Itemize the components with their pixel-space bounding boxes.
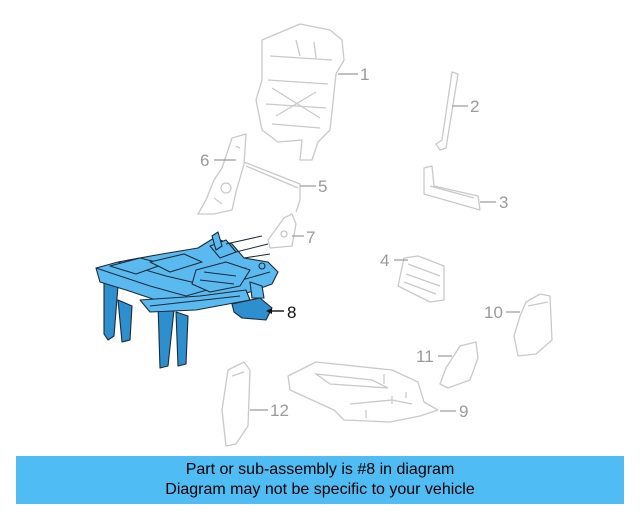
part-3-bracket: [423, 165, 481, 211]
banner-line-1: Part or sub-assembly is #8 in diagram: [185, 461, 455, 478]
part-8-seat-track-assembly: [95, 231, 279, 369]
callout-6: 6: [200, 151, 209, 170]
part-11-small-cover: [439, 341, 479, 389]
part-9-floor-tray: [287, 361, 439, 423]
callout-3: 3: [499, 193, 508, 212]
callout-1: 1: [360, 65, 369, 84]
part-6-hinge: [197, 133, 247, 215]
part-2-lever-rod: [435, 71, 459, 151]
part-1-seat-back-frame: [255, 23, 345, 161]
parts-diagram: 1 2 3 6 5 7 4 10: [95, 23, 553, 447]
callout-4: 4: [380, 251, 389, 270]
callout-12: 12: [270, 401, 289, 420]
callout-2: 2: [470, 97, 479, 116]
callout-8: 8: [287, 303, 296, 322]
part-4-pad: [397, 255, 445, 303]
part-10-side-trim: [513, 293, 553, 357]
callout-5: 5: [318, 177, 327, 196]
callout-9: 9: [459, 402, 468, 421]
callout-11: 11: [416, 347, 434, 366]
banner-line-2: Diagram may not be specific to your vehi…: [165, 481, 475, 498]
part-7-cover: [267, 213, 297, 249]
part-5-cable: [243, 161, 301, 213]
part-12-side-panel: [221, 361, 251, 447]
part-notice-banner: Part or sub-assembly is #8 in diagram Di…: [16, 456, 624, 504]
callout-10: 10: [484, 303, 503, 322]
callout-7: 7: [306, 228, 315, 247]
